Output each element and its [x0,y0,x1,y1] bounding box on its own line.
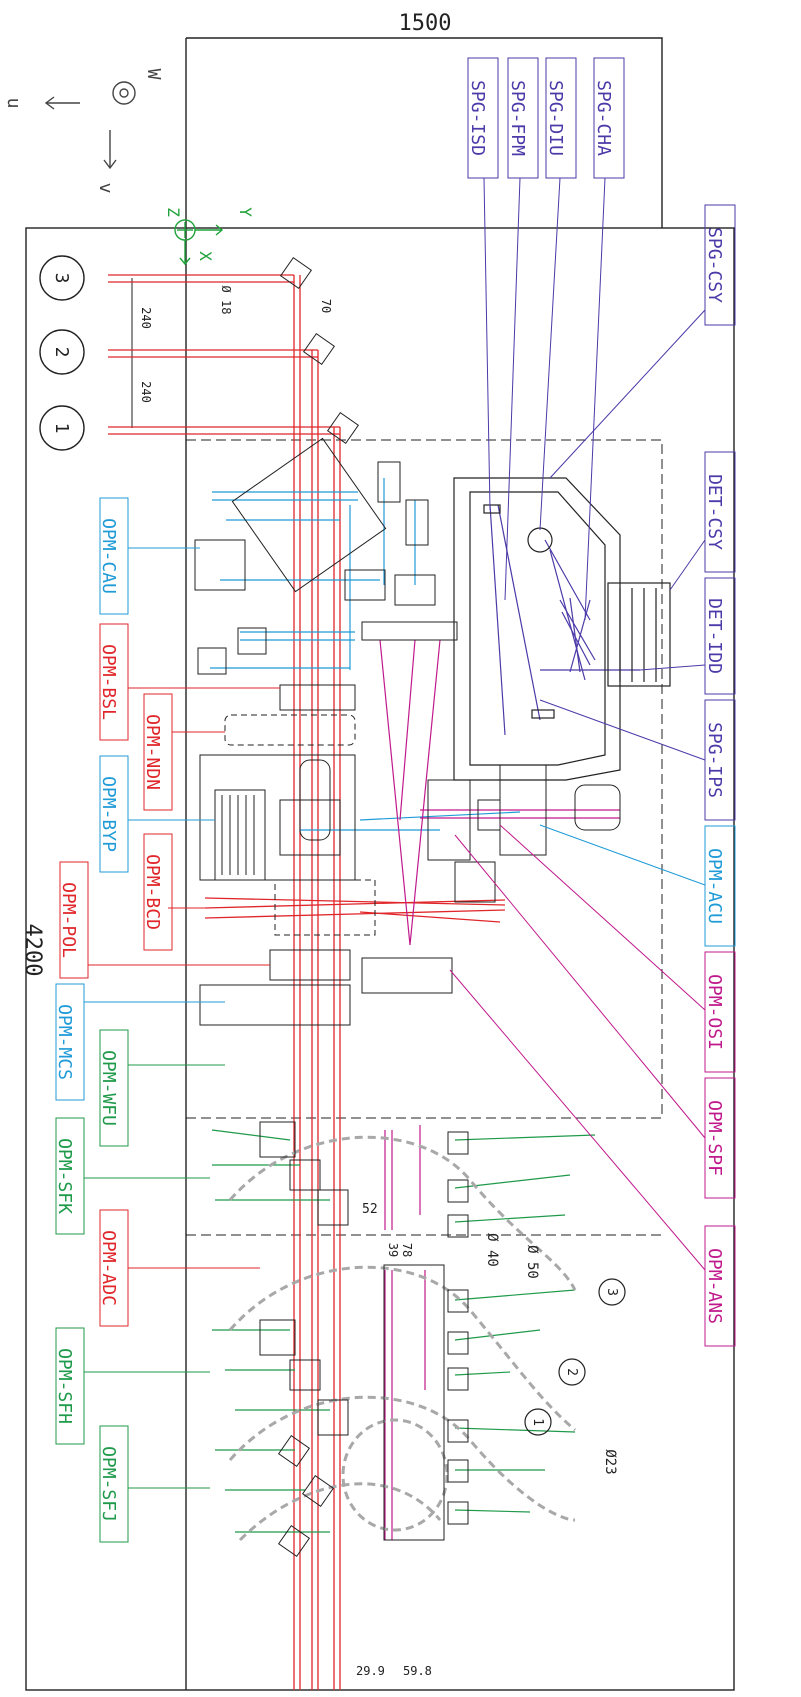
label-opm-bsl: OPM-BSL [98,623,129,741]
svg-text:OPM-NDN: OPM-NDN [142,714,163,790]
dimension-78: 78 [400,1243,414,1257]
dimension-4200: 4200 [20,924,45,977]
axis-u-label: u [3,98,24,109]
svg-text:OPM-ADC: OPM-ADC [98,1230,119,1306]
svg-text:OPM-OSI: OPM-OSI [704,974,725,1050]
svg-text:OPM-BCD: OPM-BCD [142,854,163,930]
svg-text:OPM-WFU: OPM-WFU [98,1050,119,1126]
label-opm-sfj: OPM-SFJ [98,1425,129,1543]
label-opm-mcs: OPM-MCS [54,983,85,1101]
svg-text:OPM-MCS: OPM-MCS [54,1004,75,1080]
svg-text:SPG-CSY: SPG-CSY [704,227,725,303]
label-opm-byp: OPM-BYP [98,755,129,873]
telescope-markers [39,255,133,451]
module-labels: SPG-ISD SPG-FPM SPG-DIU SPG-CHA SPG-CSY … [54,57,736,1543]
label-opm-pol: OPM-POL [58,861,89,979]
mechanical-components [194,256,621,1558]
label-spg-fpm: SPG-FPM [507,57,539,179]
svg-text:DET-CSY: DET-CSY [704,474,725,550]
axis-v-label: v [95,183,116,194]
diameter-23: Ø23 [602,1449,618,1474]
label-opm-osi: OPM-OSI [704,951,736,1073]
telescope-marker-2: 2 [51,347,72,358]
green-beams [211,1129,596,1533]
spectrograph-housing [453,477,671,781]
label-spg-csy: SPG-CSY [704,204,736,326]
local-axes [174,219,224,266]
svg-text:OPM-SFK: OPM-SFK [54,1138,75,1214]
spacing-240-a: 240 [139,307,153,329]
label-spg-isd: SPG-ISD [467,57,499,179]
global-axes [44,81,136,170]
field-markers [524,1278,626,1436]
label-opm-sfk: OPM-SFK [54,1117,85,1235]
svg-text:OPM-POL: OPM-POL [58,882,79,958]
diameter-50: Ø 50 [524,1245,540,1279]
svg-text:SPG-IPS: SPG-IPS [704,722,725,798]
label-opm-sfh: OPM-SFH [54,1327,85,1445]
label-opm-adc: OPM-ADC [98,1209,129,1327]
red-beams [108,274,506,1690]
svg-text:OPM-ACU: OPM-ACU [704,848,725,924]
label-spg-diu: SPG-DIU [545,57,577,179]
svg-text:SPG-CHA: SPG-CHA [593,80,614,156]
spectrograph-beams [489,504,640,736]
axis-z-label: Z [164,207,183,217]
leader-lines [84,177,706,1489]
dimension-59-8: 59.8 [403,1664,432,1678]
spacing-240-b: 240 [139,381,153,403]
svg-text:SPG-DIU: SPG-DIU [545,80,566,156]
axis-x-label: X [196,251,215,261]
label-opm-acu: OPM-ACU [704,825,736,947]
label-opm-ndn: OPM-NDN [142,693,173,811]
svg-text:SPG-FPM: SPG-FPM [507,80,528,156]
label-spg-cha: SPG-CHA [593,57,625,179]
svg-text:OPM-SFJ: OPM-SFJ [98,1446,119,1522]
telescope-marker-3: 3 [51,273,72,284]
label-det-csy: DET-CSY [704,451,736,573]
diameter-40: Ø 40 [484,1233,500,1267]
svg-text:OPM-SPF: OPM-SPF [704,1100,725,1176]
label-opm-ans: OPM-ANS [704,1225,736,1347]
telescope-marker-1: 1 [51,423,72,434]
field-marker-2: 2 [564,1368,579,1376]
field-marker-1: 1 [530,1418,545,1426]
dimension-52: 52 [362,1202,378,1217]
field-paths [228,1135,577,1542]
label-opm-wfu: OPM-WFU [98,1029,129,1147]
svg-text:OPM-ANS: OPM-ANS [704,1248,725,1324]
label-spg-ips: SPG-IPS [704,699,736,821]
label-det-idd: DET-IDD [704,577,736,695]
label-opm-spf: OPM-SPF [704,1077,736,1199]
svg-text:SPG-ISD: SPG-ISD [467,80,488,156]
dimension-29-9: 29.9 [356,1664,385,1678]
label-opm-cau: OPM-CAU [98,497,129,615]
svg-text:OPM-SFH: OPM-SFH [54,1348,75,1424]
spacing-70: 70 [319,299,333,313]
dimension-39: 39 [386,1243,400,1257]
svg-text:OPM-CAU: OPM-CAU [98,518,119,594]
svg-text:DET-IDD: DET-IDD [704,598,725,674]
diameter-18: Ø 18 [219,286,233,315]
bench-outline [25,37,735,1691]
label-opm-bcd: OPM-BCD [142,833,173,951]
svg-text:OPM-BYP: OPM-BYP [98,776,119,852]
svg-text:OPM-BSL: OPM-BSL [98,644,119,720]
field-marker-3: 3 [604,1288,619,1296]
axis-y-label: Y [236,207,255,217]
dimension-1500: 1500 [399,11,452,36]
axis-w-label: W [143,69,164,80]
magenta-beams [379,639,620,1540]
